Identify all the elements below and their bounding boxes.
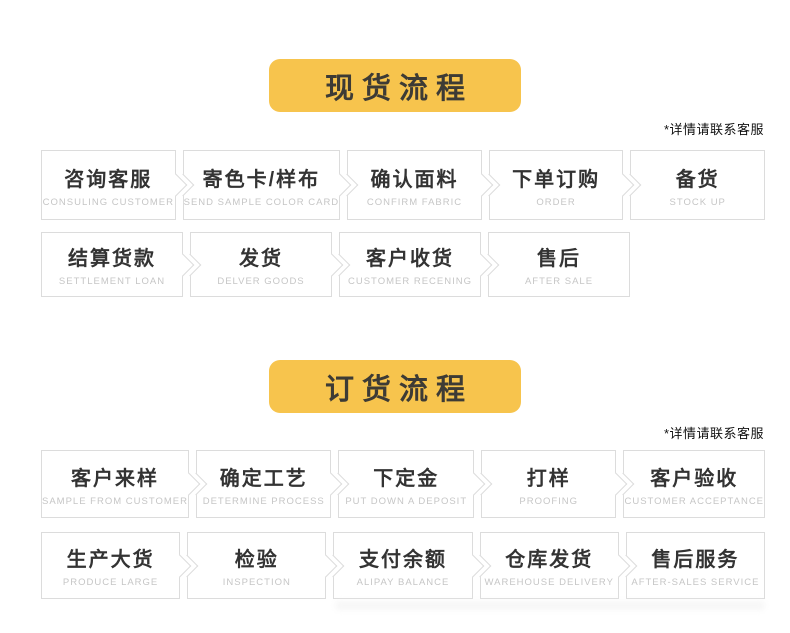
section-badge-order: 订货流程 [269, 360, 521, 413]
step-subtitle: SEND SAMPLE COLOR CARD [183, 196, 340, 208]
step-title: 支付余额 [359, 549, 447, 571]
step-subtitle: ORDER [536, 196, 576, 208]
watermark-remnant [335, 601, 765, 610]
flow-step: 确认面料 CONFIRM FABRIC [347, 150, 482, 220]
flow-step: 寄色卡/样布 SEND SAMPLE COLOR CARD [182, 150, 341, 220]
step-title: 下单订购 [512, 168, 601, 191]
step-title: 寄色卡/样布 [202, 168, 321, 191]
flow-step: 支付余额 ALIPAY BALANCE [333, 532, 473, 599]
flow-step: 检验 INSPECTION [187, 532, 327, 599]
flow-row: 生产大货 PRODUCE LARGE 检验 INSPECTION 支付余额 AL… [41, 532, 766, 599]
flow-step: 生产大货 PRODUCE LARGE [41, 532, 181, 599]
step-subtitle: DELVER GOODS [217, 276, 305, 287]
flow-row: 结算货款 SETTLEMENT LOAN 发货 DELVER GOODS 客户收… [41, 232, 630, 297]
step-subtitle: DETERMINE PROCESS [202, 495, 325, 507]
flow-step: 售后服务 AFTER-SALES SERVICE [625, 532, 766, 599]
flow-step: 发货 DELVER GOODS [190, 232, 332, 297]
step-title: 确认面料 [370, 168, 459, 191]
step-title: 确定工艺 [219, 467, 308, 490]
flow-step: 客户收货 CUSTOMER RECENING [339, 232, 481, 297]
step-subtitle: CONSULING CUSTOMER [42, 196, 174, 208]
flow-row: 客户来样 SAMPLE FROM CUSTOMER 确定工艺 DETERMINE… [41, 450, 766, 518]
flow-step: 结算货款 SETTLEMENT LOAN [41, 232, 183, 297]
step-title: 备货 [675, 168, 720, 191]
service-note: *详情请联系客服 [663, 426, 764, 441]
flow-step: 确定工艺 DETERMINE PROCESS [195, 450, 332, 518]
step-subtitle: STOCK UP [669, 196, 726, 208]
flow-step: 客户来样 SAMPLE FROM CUSTOMER [41, 450, 189, 518]
flow-step: 售后 AFTER SALE [488, 232, 630, 297]
step-title: 仓库发货 [505, 549, 594, 571]
step-subtitle: AFTER SALE [524, 276, 594, 287]
step-subtitle: SETTLEMENT LOAN [58, 276, 166, 287]
step-title: 检验 [234, 549, 279, 571]
section-badge-spot: 现货流程 [269, 59, 521, 112]
step-subtitle: PROOFING [519, 495, 579, 507]
step-subtitle: CUSTOMER RECENING [348, 276, 472, 287]
step-title: 客户验收 [650, 467, 739, 490]
step-title: 打样 [526, 467, 571, 490]
step-subtitle: ALIPAY BALANCE [356, 577, 450, 588]
step-title: 发货 [239, 248, 283, 270]
flow-row: 咨询客服 CONSULING CUSTOMER 寄色卡/样布 SEND SAMP… [41, 150, 765, 220]
step-title: 结算货款 [68, 248, 156, 270]
flow-step: 客户验收 CUSTOMER ACCEPTANCE [623, 450, 766, 518]
flow-step: 仓库发货 WAREHOUSE DELIVERY [479, 532, 619, 599]
flow-step: 下单订购 ORDER [488, 150, 624, 220]
step-title: 咨询客服 [64, 168, 153, 191]
flow-step: 打样 PROOFING [480, 450, 617, 518]
step-subtitle: CONFIRM FABRIC [366, 196, 463, 208]
step-subtitle: INSPECTION [222, 577, 291, 588]
step-subtitle: PUT DOWN A DEPOSIT [345, 495, 468, 507]
step-subtitle: CUSTOMER ACCEPTANCE [624, 495, 765, 507]
step-title: 生产大货 [66, 549, 155, 571]
service-note: *详情请联系客服 [663, 122, 764, 137]
step-title: 客户来样 [70, 467, 159, 490]
flow-step: 备货 STOCK UP [630, 150, 765, 220]
step-title: 售后服务 [651, 549, 740, 571]
step-subtitle: AFTER-SALES SERVICE [631, 577, 760, 588]
step-subtitle: SAMPLE FROM CUSTOMER [42, 495, 188, 507]
step-title: 售后 [537, 248, 581, 270]
step-subtitle: PRODUCE LARGE [62, 577, 159, 588]
step-title: 下定金 [373, 467, 440, 490]
flow-step: 咨询客服 CONSULING CUSTOMER [41, 150, 176, 220]
flow-step: 下定金 PUT DOWN A DEPOSIT [338, 450, 474, 518]
step-subtitle: WAREHOUSE DELIVERY [484, 577, 614, 588]
step-title: 客户收货 [366, 248, 454, 270]
